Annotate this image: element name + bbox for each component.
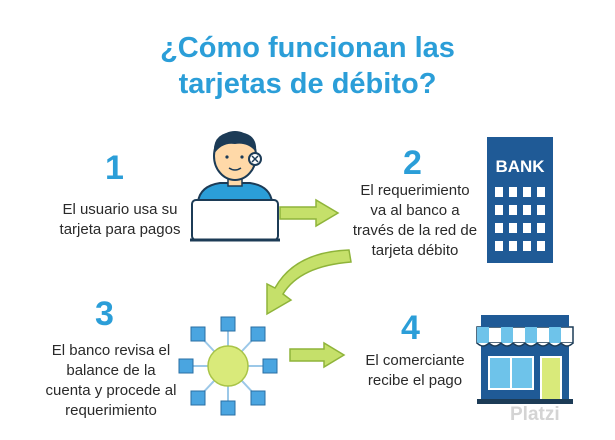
step-2-line-3: través de la red de (352, 222, 478, 239)
curved-arrow-icon (266, 249, 352, 316)
step-1-number: 1 (105, 149, 124, 187)
user-laptop-icon (190, 131, 280, 242)
step-2-number: 2 (403, 144, 422, 182)
step-1-description: El usuario usa su tarjeta para pagos (40, 200, 200, 240)
store-icon (476, 315, 574, 404)
step-1-line-1: El usuario usa su (62, 201, 178, 218)
step-4-line-1: El comerciante (365, 352, 465, 369)
step-3-line-4: requerimiento (65, 402, 157, 419)
step-4-number: 4 (401, 309, 420, 347)
step-2-line-2: va al banco a (370, 202, 460, 219)
step-1-line-2: tarjeta para pagos (59, 221, 181, 238)
step-2-line-1: El requerimiento (360, 182, 470, 199)
network-icon (178, 316, 278, 416)
bank-sign: BANK (495, 157, 545, 176)
platzi-watermark: Platzi (510, 404, 560, 425)
step-2-line-4: tarjeta débito (371, 242, 459, 259)
title-line-1: ¿Cómo funcionan las (160, 32, 455, 64)
step-3-description: El banco revisa el balance de la cuenta … (25, 341, 197, 421)
arrow-right-icon (289, 341, 346, 369)
step-2-description: El requerimiento va al banco a través de… (340, 181, 490, 261)
step-3-line-1: El banco revisa el (51, 342, 171, 359)
step-3-number: 3 (95, 295, 114, 333)
arrow-right-icon (279, 198, 340, 228)
title-line-2: tarjetas de débito? (178, 68, 437, 100)
step-4-line-2: recibe el pago (367, 372, 463, 389)
step-4-description: El comerciante recibe el pago (350, 351, 480, 391)
step-3-line-3: cuenta y procede al (45, 382, 177, 399)
bank-building-icon: BANK (487, 137, 553, 263)
step-3-line-2: balance de la (66, 362, 156, 379)
page-title: ¿Cómo funcionan las tarjetas de débito? (0, 30, 615, 102)
